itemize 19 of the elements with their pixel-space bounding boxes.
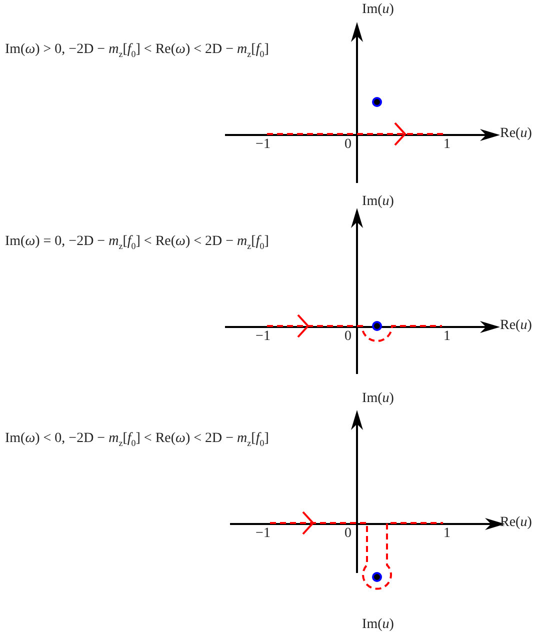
condition-text: Im(ω) < 0, −2D − m$_{z}$[f$_{0}$] < Re(ω) < 2D − m$_{z}$[f$_{0}$] bbox=[5, 431, 269, 450]
axis-label: Im(u) bbox=[362, 2, 394, 18]
tick-label: −1 bbox=[256, 329, 270, 345]
condition-text: Im(ω) > 0, −2D − m$_{z}$[f$_{0}$] < Re(ω) < 2D − m$_{z}$[f$_{0}$] bbox=[5, 42, 269, 61]
tick-label: −1 bbox=[256, 137, 270, 153]
tick-label: −1 bbox=[256, 526, 270, 542]
axis-label: Im(u) bbox=[362, 617, 394, 633]
axis-label: Im(u) bbox=[362, 194, 394, 210]
tick-label: 1 bbox=[444, 329, 450, 345]
axis-label: Re(u) bbox=[500, 126, 532, 142]
axis-label: Im(u) bbox=[362, 391, 394, 407]
tick-label: 1 bbox=[444, 137, 450, 153]
axis-label: Re(u) bbox=[500, 318, 532, 334]
tick-label: 0 bbox=[344, 526, 352, 542]
condition-text: Im(ω) = 0, −2D − m$_{z}$[f$_{0}$] < Re(ω) < 2D − m$_{z}$[f$_{0}$] bbox=[5, 234, 269, 253]
tick-label: 1 bbox=[444, 526, 450, 542]
axis-label: Re(u) bbox=[500, 515, 532, 531]
tick-label: 0 bbox=[344, 137, 352, 153]
tick-label: 0 bbox=[344, 329, 352, 345]
